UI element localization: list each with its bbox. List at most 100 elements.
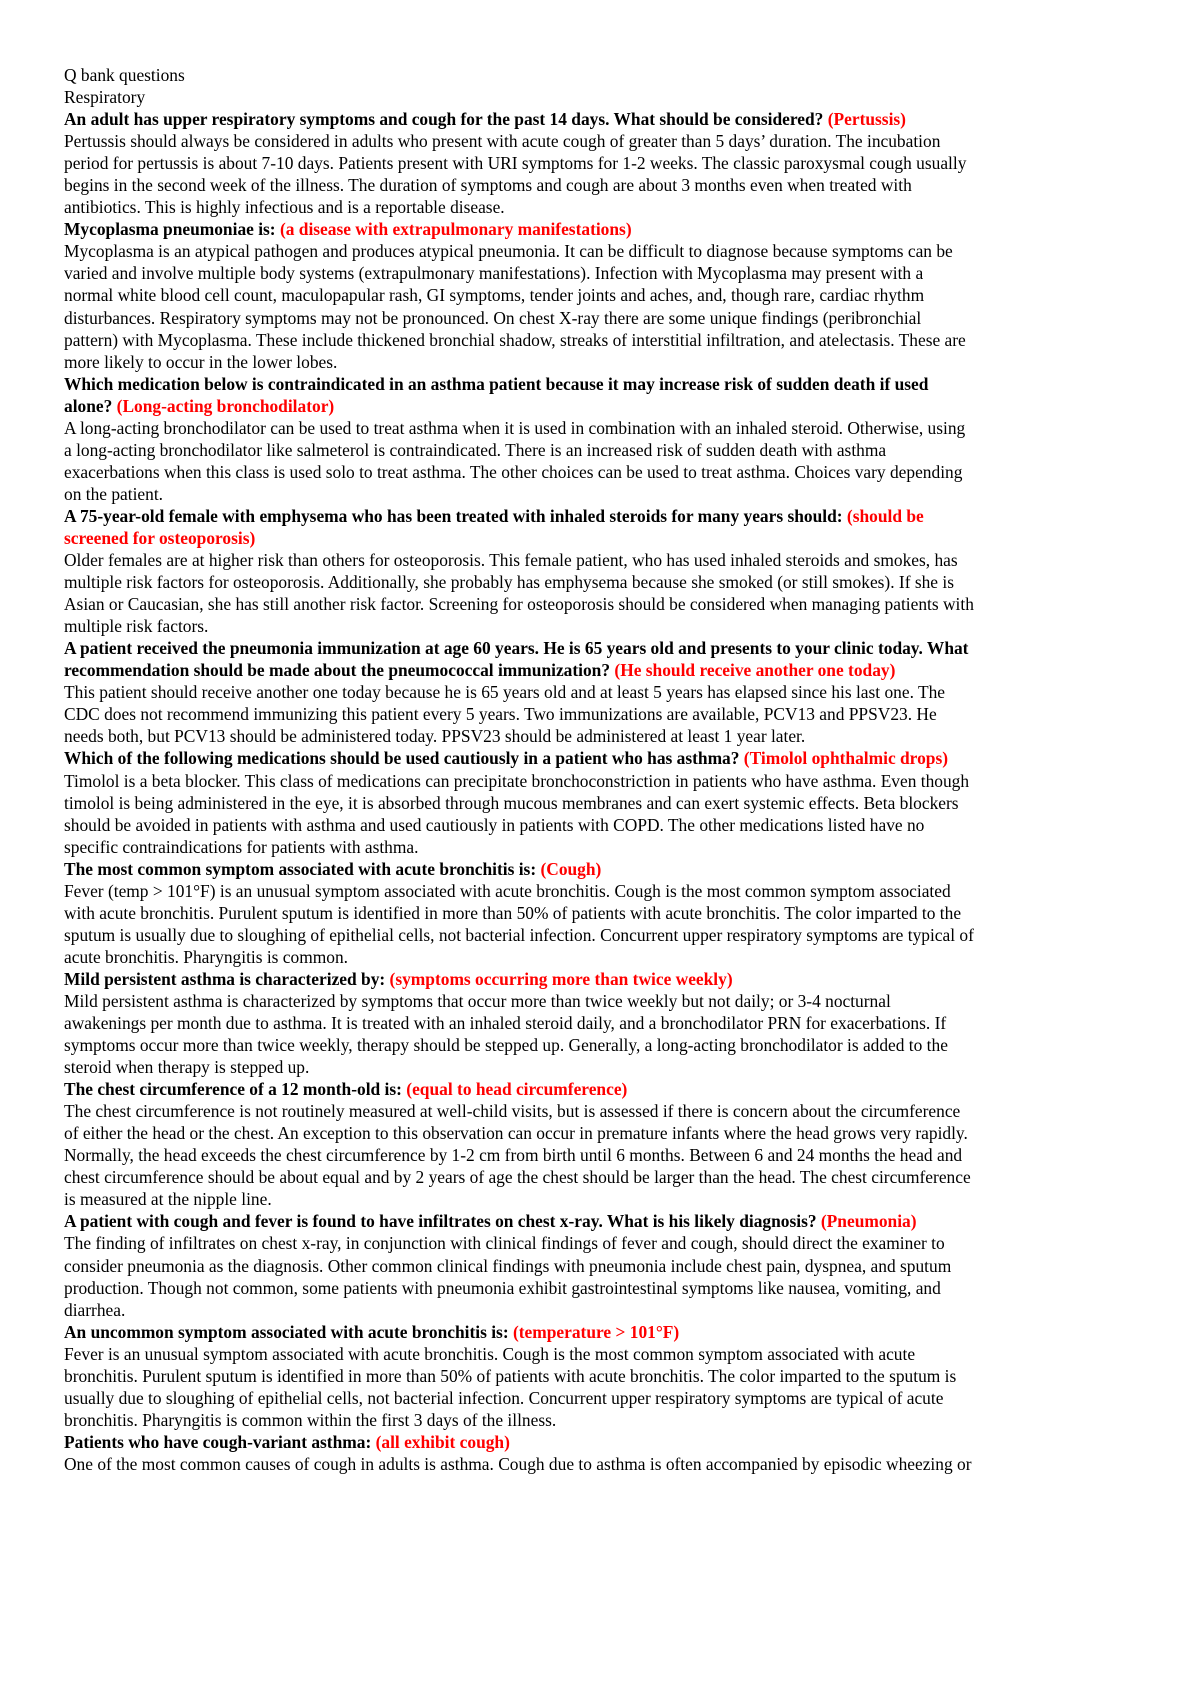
explanation-line: specific contraindications for patients … [64, 836, 419, 857]
answer-text: (Pertussis) [827, 109, 906, 130]
question-line: The chest circumference of a 12 month-ol… [64, 1078, 1144, 1100]
question-line: Mycoplasma pneumoniae is: (a disease wit… [64, 218, 1144, 240]
explanation-line: awakenings per month due to asthma. It i… [64, 1013, 947, 1034]
answer-text: (He should receive another one today) [614, 660, 896, 681]
explanation-line: Fever (temp > 101°F) is an unusual sympt… [64, 880, 951, 901]
question-text: The most common symptom associated with … [64, 858, 541, 879]
answer-text: (a disease with extrapulmonary manifesta… [279, 219, 632, 240]
question-item: The chest circumference of a 12 month-ol… [64, 1078, 1144, 1210]
question-line: A 75-year-old female with emphysema who … [64, 505, 1144, 527]
section-heading: Respiratory [64, 87, 146, 108]
answer-text: (Cough) [540, 858, 602, 879]
question-list: An adult has upper respiratory symptoms … [64, 108, 1144, 1475]
question-text: An adult has upper respiratory symptoms … [64, 109, 828, 130]
question-line: An uncommon symptom associated with acut… [64, 1321, 1144, 1343]
question-line: Mild persistent asthma is characterized … [64, 968, 1144, 990]
explanation-line: period for pertussis is about 7-10 days.… [64, 153, 967, 174]
question-item: Which of the following medications shoul… [64, 747, 1144, 857]
question-item: An adult has upper respiratory symptoms … [64, 108, 1144, 218]
explanation-line: Mild persistent asthma is characterized … [64, 990, 891, 1011]
explanation-line: a long-acting bronchodilator like salmet… [64, 439, 887, 460]
explanation-line: This patient should receive another one … [64, 682, 946, 703]
question-text: alone? [64, 395, 117, 416]
explanation-line: should be avoided in patients with asthm… [64, 814, 925, 835]
question-item: A patient with cough and fever is found … [64, 1210, 1144, 1320]
explanation-line: exacerbations when this class is used so… [64, 461, 963, 482]
document-page: Q bank questions Respiratory An adult ha… [64, 64, 1144, 1475]
question-line: A patient received the pneumonia immuniz… [64, 637, 1144, 659]
explanation-line: diarrhea. [64, 1299, 126, 1320]
question-text: recommendation should be made about the … [64, 660, 615, 681]
question-text: Mild persistent asthma is characterized … [64, 968, 390, 989]
explanation-line: of either the head or the chest. An exce… [64, 1123, 968, 1144]
question-text: A patient received the pneumonia immuniz… [64, 638, 969, 659]
question-item: A 75-year-old female with emphysema who … [64, 505, 1144, 637]
question-text: A 75-year-old female with emphysema who … [64, 505, 847, 526]
question-line: An adult has upper respiratory symptoms … [64, 108, 1144, 130]
answer-text: (Pneumonia) [820, 1211, 917, 1232]
question-text: Patients who have cough-variant asthma: [64, 1431, 376, 1452]
explanation-line: more likely to occur in the lower lobes. [64, 351, 338, 372]
explanation-line: bronchitis. Pharyngitis is common within… [64, 1409, 557, 1430]
document-title: Q bank questions [64, 65, 185, 85]
answer-text: (equal to head circumference) [406, 1079, 628, 1100]
explanation-line: multiple risk factors. [64, 616, 209, 637]
explanation-line: consider pneumonia as the diagnosis. Oth… [64, 1255, 952, 1276]
question-item: Mycoplasma pneumoniae is: (a disease wit… [64, 218, 1144, 372]
question-line: A patient with cough and fever is found … [64, 1210, 1144, 1232]
question-item: The most common symptom associated with … [64, 858, 1144, 968]
question-item: Which medication below is contraindicate… [64, 373, 1144, 505]
explanation-line: sputum is usually due to sloughing of ep… [64, 924, 974, 945]
answer-text: (Long-acting bronchodilator) [116, 395, 335, 416]
explanation-line: begins in the second week of the illness… [64, 175, 912, 196]
question-text: An uncommon symptom associated with acut… [64, 1321, 513, 1342]
explanation-line: The chest circumference is not routinely… [64, 1101, 961, 1122]
explanation-line: bronchitis. Purulent sputum is identifie… [64, 1365, 957, 1386]
question-text: The chest circumference of a 12 month-ol… [64, 1079, 407, 1100]
explanation-line: The finding of infiltrates on chest x-ra… [64, 1233, 945, 1254]
explanation-line: Older females are at higher risk than ot… [64, 550, 958, 571]
explanation-line: A long-acting bronchodilator can be used… [64, 417, 966, 438]
question-line: alone? (Long-acting bronchodilator) [64, 395, 1144, 417]
explanation-line: varied and involve multiple body systems… [64, 263, 924, 284]
question-line: Which medication below is contraindicate… [64, 373, 1144, 395]
answer-text-continued: screened for osteoporosis) [64, 527, 256, 548]
explanation-line: steroid when therapy is stepped up. [64, 1057, 310, 1078]
explanation-line: Normally, the head exceeds the chest cir… [64, 1145, 963, 1166]
answer-text: (Timolol ophthalmic drops) [743, 748, 949, 769]
explanation-line: on the patient. [64, 483, 164, 504]
explanation-line: Fever is an unusual symptom associated w… [64, 1343, 916, 1364]
answer-text: (all exhibit cough) [375, 1431, 510, 1452]
explanation-line: is measured at the nipple line. [64, 1189, 272, 1210]
explanation-line: multiple risk factors for osteoporosis. … [64, 572, 954, 593]
answer-text: (symptoms occurring more than twice week… [389, 968, 733, 989]
explanation-line: One of the most common causes of cough i… [64, 1453, 972, 1474]
explanation-line: normal white blood cell count, maculopap… [64, 285, 925, 306]
question-line: recommendation should be made about the … [64, 659, 1144, 681]
explanation-line: Asian or Caucasian, she has still anothe… [64, 594, 974, 615]
question-text: Mycoplasma pneumoniae is: [64, 219, 280, 240]
explanation-line: pattern) with Mycoplasma. These include … [64, 329, 966, 350]
question-text: A patient with cough and fever is found … [64, 1211, 821, 1232]
explanation-line: Timolol is a beta blocker. This class of… [64, 770, 970, 791]
explanation-line: Pertussis should always be considered in… [64, 131, 941, 152]
answer-text: (temperature > 101°F) [512, 1321, 680, 1342]
question-item: An uncommon symptom associated with acut… [64, 1321, 1144, 1431]
question-line: The most common symptom associated with … [64, 858, 1144, 880]
answer-text: (should be [846, 505, 924, 526]
explanation-line: CDC does not recommend immunizing this p… [64, 704, 937, 725]
explanation-line: antibiotics. This is highly infectious a… [64, 197, 505, 218]
explanation-line: symptoms occur more than twice weekly, t… [64, 1035, 948, 1056]
explanation-line: timolol is being administered in the eye… [64, 792, 959, 813]
explanation-line: disturbances. Respiratory symptoms may n… [64, 307, 922, 328]
question-item: Patients who have cough-variant asthma: … [64, 1431, 1144, 1475]
question-item: Mild persistent asthma is characterized … [64, 968, 1144, 1078]
question-line: Patients who have cough-variant asthma: … [64, 1431, 1144, 1453]
explanation-line: needs both, but PCV13 should be administ… [64, 726, 806, 747]
explanation-line: production. Though not common, some pati… [64, 1277, 941, 1298]
explanation-line: usually due to sloughing of epithelial c… [64, 1387, 944, 1408]
explanation-line: acute bronchitis. Pharyngitis is common. [64, 946, 349, 967]
explanation-line: chest circumference should be about equa… [64, 1167, 971, 1188]
question-text: Which medication below is contraindicate… [64, 373, 929, 394]
question-item: A patient received the pneumonia immuniz… [64, 637, 1144, 747]
